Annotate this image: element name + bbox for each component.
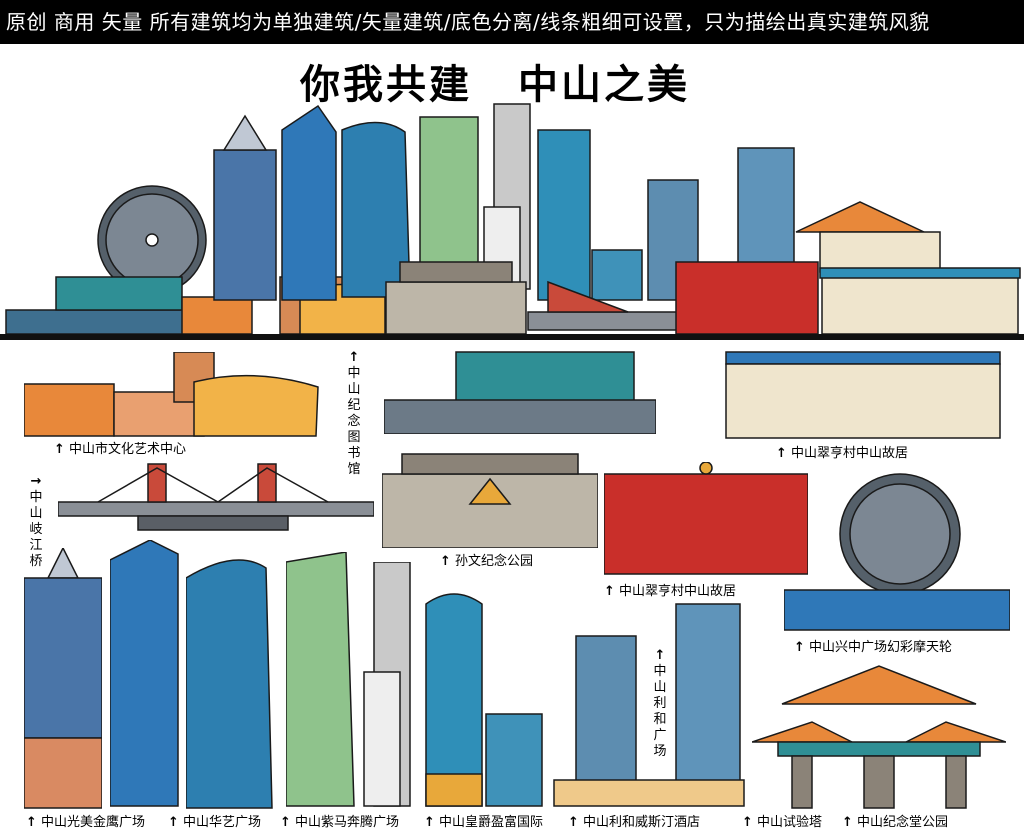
sunwen-park-illustration — [382, 453, 598, 548]
caption-lihe-plaza: ↑中山利和广场 — [653, 648, 667, 759]
caption-test-tower: ↑ 中山试验塔 — [742, 815, 823, 830]
caption-huangjue: ↑ 中山皇爵盈富国际 — [424, 815, 544, 830]
caption-qijiang-bridge: →中山岐江桥 — [29, 474, 43, 569]
caption-sunwen-park: ↑ 孙文纪念公园 — [440, 554, 534, 569]
westin-tower-illustration — [553, 603, 745, 807]
memorial-hall-illustration — [752, 665, 1006, 809]
caption-memorial-hall: ↑ 中山纪念堂公园 — [842, 815, 949, 830]
top-banner: 原创 商用 矢量 所有建筑均为单独建筑/矢量建筑/底色分离/线条粗细可设置，只为… — [0, 0, 1024, 44]
huangjue-tower-illustration — [425, 593, 543, 807]
huayi-curve-tower-illustration — [186, 559, 273, 809]
page-title: 你我共建中山之美 — [300, 52, 690, 110]
skyline-divider — [0, 334, 1024, 340]
huayi-tower-illustration — [110, 540, 179, 807]
title-part2: 中山之美 — [518, 62, 690, 108]
ferris-wheel-illustration — [784, 473, 1010, 631]
jinying-tower-illustration — [24, 548, 102, 809]
caption-cuiheng-red: ↑ 中山翠亨村中山故居 — [604, 584, 737, 599]
caption-cuiheng-top: ↑ 中山翠亨村中山故居 — [776, 446, 909, 461]
caption-library: ↑中山纪念图书馆 — [347, 350, 361, 477]
cuiheng-red-illustration — [604, 462, 808, 575]
library-illustration — [384, 351, 656, 434]
caption-zima: ↑ 中山紫马奔腾广场 — [280, 815, 400, 830]
banner-text: 原创 商用 矢量 所有建筑均为单独建筑/矢量建筑/底色分离/线条粗细可设置，只为… — [6, 10, 930, 34]
culture-center-illustration — [24, 352, 319, 437]
zima-tower-illustration — [286, 552, 355, 807]
cuiheng-top-illustration — [725, 351, 1001, 439]
skyline-illustration — [5, 103, 1021, 335]
caption-westin: ↑ 中山利和威斯汀酒店 — [568, 815, 701, 830]
caption-ferris-wheel: ↑ 中山兴中广场幻彩摩天轮 — [794, 640, 953, 655]
qijiang-bridge-illustration — [58, 463, 374, 531]
zima-white-tower-illustration — [363, 562, 411, 807]
caption-jinying: ↑ 中山光美金鹰广场 — [26, 815, 146, 830]
skyline-ferris-wheel — [97, 185, 207, 295]
caption-huayi: ↑ 中山华艺广场 — [168, 815, 262, 830]
title-part1: 你我共建 — [300, 62, 472, 108]
caption-culture-center: ↑ 中山市文化艺术中心 — [54, 442, 187, 457]
